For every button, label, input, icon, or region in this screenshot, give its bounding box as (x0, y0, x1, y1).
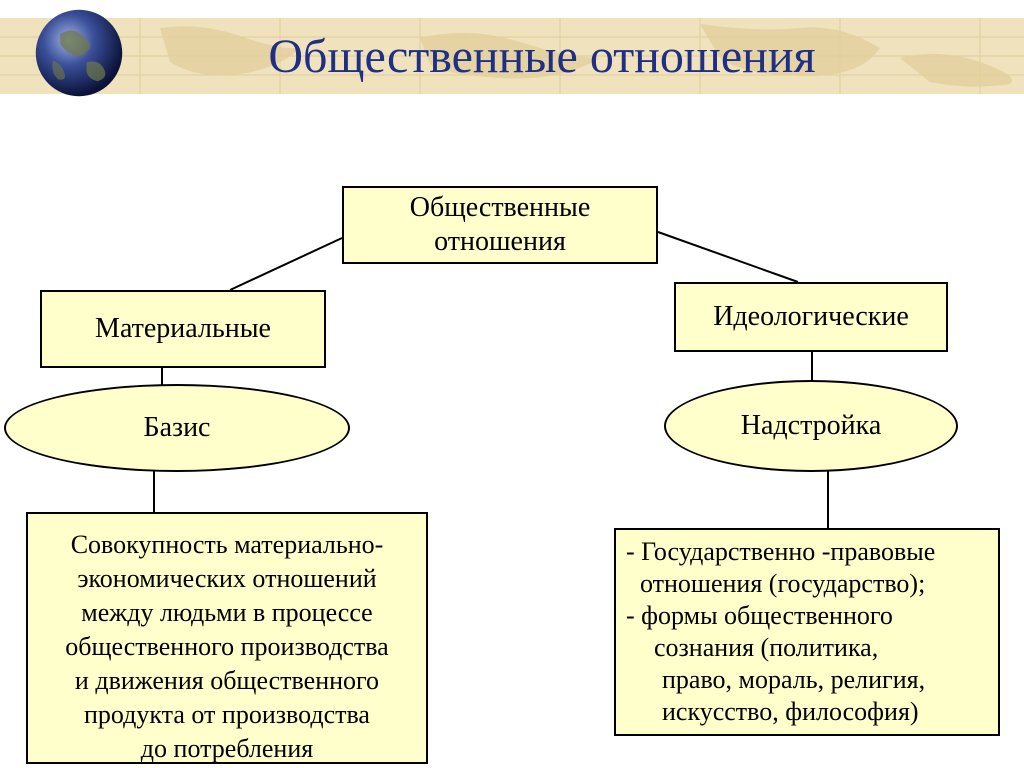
connector-root-left (229, 237, 343, 291)
connector-root-right (657, 231, 799, 283)
superstructure-ellipse-label: Надстройка (740, 410, 882, 441)
basis-description-line: до потребления (140, 734, 314, 763)
superstructure-ellipse: Надстройка (664, 380, 958, 472)
basis-description-line: и движения общественного (74, 666, 380, 695)
basis-ellipse: Базис (4, 384, 350, 472)
superstructure-description-line: отношения (государство); (640, 569, 926, 598)
basis-description: Совокупность материально- экономических … (26, 512, 428, 764)
superstructure-description-line: право, мораль, религия, (662, 665, 926, 694)
superstructure-description-line: - формы общественного (626, 601, 893, 630)
root-node: Общественные отношения (342, 186, 658, 264)
basis-description-line: Совокупность материально- (70, 530, 384, 559)
superstructure-description-line: искусство, философия) (662, 697, 919, 726)
superstructure-description: - Государственно -правовые отношения (го… (614, 528, 1000, 736)
basis-ellipse-label: Базис (143, 412, 211, 443)
slide-title: Общественные отношения (268, 29, 816, 83)
basis-description-line: продукта от производства (84, 700, 370, 729)
basis-description-line: между людьми в процессе (81, 598, 373, 627)
basis-description-line: экономических отношений (77, 564, 377, 593)
world-map-decoration (0, 18, 1024, 94)
root-node-line2: отношения (434, 226, 566, 257)
globe-icon (35, 9, 123, 97)
ideological-node-label: Идеологические (713, 301, 909, 332)
material-node-label: Материальные (95, 313, 271, 344)
ideological-node: Идеологические (674, 282, 948, 352)
material-node: Материальные (40, 290, 326, 368)
superstructure-description-line: - Государственно -правовые (626, 537, 936, 566)
basis-description-line: общественного производства (65, 632, 389, 661)
title-band (0, 18, 1024, 94)
root-node-line1: Общественные (409, 192, 591, 223)
superstructure-description-line: сознания (политика, (654, 633, 879, 662)
